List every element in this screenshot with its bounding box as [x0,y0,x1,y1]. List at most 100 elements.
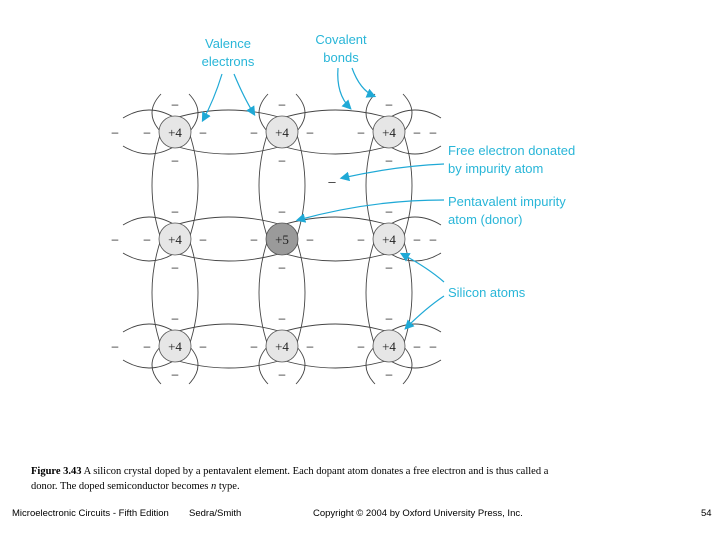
callout-free-electron-line2: by impurity atom [448,161,543,176]
silicon-atom [158,115,192,149]
silicon-atom-charge: +4 [168,339,182,354]
callout-silicon-atoms: Silicon atoms [448,285,526,300]
callout-valence-line2: electrons [202,54,255,69]
valence-electron: – [200,339,207,353]
valence-electron: – [386,260,393,274]
caption-line2-post: type. [216,481,240,492]
valence-electron: – [279,367,286,381]
atom-grid: +4 +4 +4 +4 +5 +4 +4 +4 +4 [158,115,406,363]
footer-page-number: 54 [701,508,712,519]
valence-electron: – [279,204,286,218]
caption-line1: A silicon crystal doped by a pentavalent… [83,466,549,477]
silicon-atom [158,329,192,363]
callout-covalent-line1: Covalent [315,32,367,47]
valence-electron: – [358,232,365,246]
bond-vertical [258,93,306,133]
figure-caption: Figure 3.43 A silicon crystal doped by a… [31,464,591,494]
valence-electron: – [172,367,179,381]
silicon-atom [265,329,299,363]
caption-line2-italic: n [211,481,217,492]
valence-electron: – [172,311,179,325]
bond-horizontal [174,109,283,155]
bond-horizontal [281,109,390,155]
caption-figure-label: Figure 3.43 [31,466,82,477]
bond-vertical [151,93,199,133]
bond-horizontal [281,323,390,369]
valence-electron: – [144,125,151,139]
valence-electron: – [251,232,258,246]
bond-horizontal [122,109,176,155]
arrow-valence-2 [233,73,256,117]
callout-covalent-line2: bonds [323,50,359,65]
callout-pentavalent-line2: atom (donor) [448,212,522,227]
silicon-atom-charge: +4 [168,125,182,140]
valence-electron: – [279,260,286,274]
valence-electron: – [307,232,314,246]
valence-electron-marks: ––––––––––––––––––––––––––––––––––––––––… [112,97,437,381]
valence-electron: – [172,204,179,218]
bond-horizontal [388,323,442,369]
bond-vertical [258,131,306,240]
silicon-atom-charge: +4 [275,339,289,354]
valence-electron: – [144,339,151,353]
edge-electron: – [430,339,437,353]
valence-electron: – [279,311,286,325]
valence-electron: – [172,153,179,167]
valence-electron: – [414,339,421,353]
arrow-silicon-1 [399,252,445,283]
edge-electron: – [112,125,119,139]
bond-vertical [151,345,199,385]
bond-vertical [151,238,199,347]
silicon-atom [372,115,406,149]
silicon-atom [372,329,406,363]
arrow-valence-1 [201,73,223,123]
arrow-pentavalent [295,199,445,223]
valence-electron: – [172,97,179,111]
bond-vertical [258,345,306,385]
bond-vertical [365,345,413,385]
footer-copyright: Copyright © 2004 by Oxford University Pr… [313,508,523,519]
bond-horizontal [388,109,442,155]
footer-book-title: Microelectronic Circuits - Fifth Edition [12,508,169,519]
silicon-atom [265,115,299,149]
bond-horizontal [174,323,283,369]
silicon-atom-charge: +4 [382,339,396,354]
valence-electron: – [251,339,258,353]
valence-electron: – [307,339,314,353]
silicon-atom [372,222,406,256]
silicon-atom-charge: +4 [382,125,396,140]
valence-electron: – [386,97,393,111]
donor-atom [265,222,299,256]
edge-electron: – [112,232,119,246]
valence-electron: – [172,260,179,274]
valence-electron: – [251,125,258,139]
arrow-free-electron [339,163,445,182]
valence-electron: – [386,367,393,381]
callout-pentavalent-line1: Pentavalent impurity [448,194,566,209]
valence-electron: – [386,153,393,167]
bond-horizontal [122,216,176,262]
arrow-covalent-1 [337,67,352,110]
valence-electron: – [414,232,421,246]
bond-vertical [365,131,413,240]
free-electron: – [328,174,336,189]
caption-line2-pre: donor. The doped semiconductor becomes [31,481,212,492]
donor-atom-charge: +5 [275,232,289,247]
valence-electron: – [200,232,207,246]
valence-electron: – [144,232,151,246]
covalent-bond-lattice [122,93,442,385]
bond-vertical [258,238,306,347]
silicon-atom-charge: +4 [382,232,396,247]
valence-electron: – [307,125,314,139]
bond-horizontal [122,323,176,369]
valence-electron: – [279,153,286,167]
silicon-atom-charge: +4 [275,125,289,140]
edge-electron: – [430,125,437,139]
arrow-covalent-2 [351,67,377,98]
silicon-atom-charge: +4 [168,232,182,247]
valence-electron: – [386,311,393,325]
edge-electron: – [112,339,119,353]
valence-electron: – [279,97,286,111]
callout-free-electron-line1: Free electron donated [448,143,575,158]
bond-vertical [151,131,199,240]
